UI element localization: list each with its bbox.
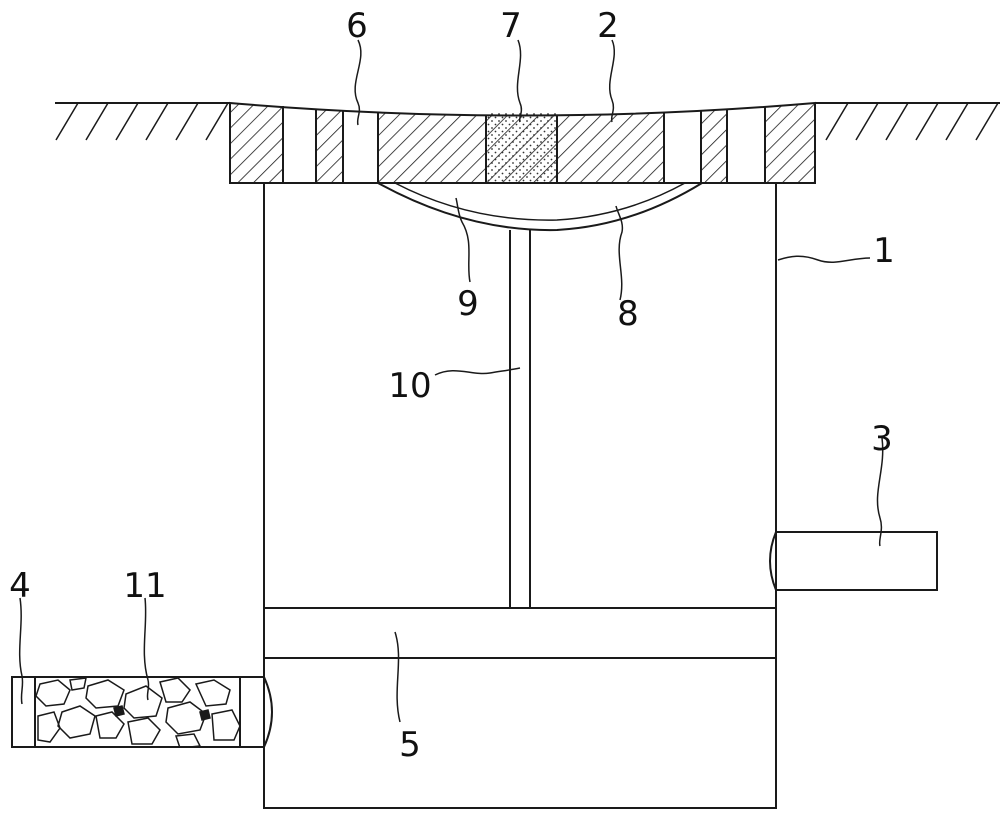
vent-hole bbox=[343, 100, 378, 186]
main-body bbox=[263, 182, 777, 809]
inlet-pipe bbox=[11, 676, 273, 748]
support-rod bbox=[509, 230, 531, 608]
arc-plate bbox=[377, 182, 703, 232]
label-support-rod: 10 bbox=[388, 366, 431, 406]
vent-hole bbox=[664, 100, 701, 186]
vent-hole bbox=[283, 100, 316, 186]
gravel-filter bbox=[35, 677, 240, 747]
ground-surface bbox=[55, 102, 1000, 141]
leader-lines bbox=[18, 39, 884, 723]
label-arc-gap: 9 bbox=[457, 284, 479, 324]
label-gravel-filter: 11 bbox=[123, 566, 166, 606]
outlet-pipe bbox=[769, 531, 938, 591]
label-vent-hole: 6 bbox=[346, 6, 368, 46]
cover-plate bbox=[229, 100, 816, 186]
vent-hole bbox=[727, 100, 765, 186]
label-cover: 2 bbox=[597, 6, 619, 46]
label-body: 1 bbox=[873, 231, 895, 271]
label-center-plug: 7 bbox=[500, 6, 522, 46]
label-base-layer: 5 bbox=[399, 725, 421, 765]
label-inlet-pipe: 4 bbox=[9, 566, 31, 606]
label-arc-plate: 8 bbox=[617, 294, 639, 334]
center-plug bbox=[486, 112, 557, 183]
label-outlet-pipe: 3 bbox=[871, 419, 893, 459]
